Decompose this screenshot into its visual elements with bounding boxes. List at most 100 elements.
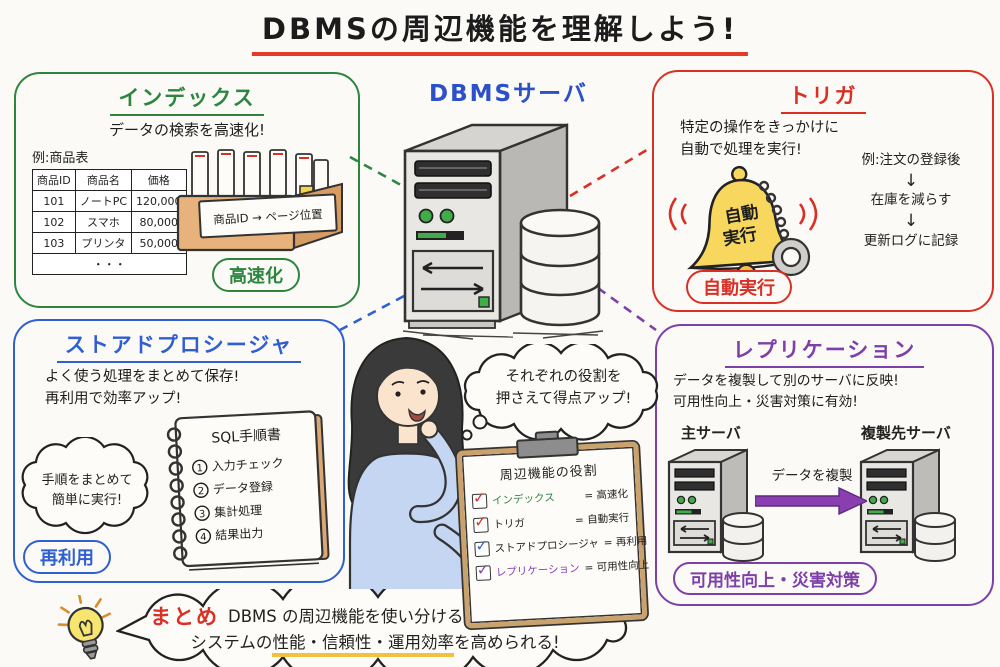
index-badge: 高速化 (212, 258, 300, 292)
notebook-icon: SQL手順書 1 入力チェック 2 データ登録 3 (166, 410, 330, 571)
clipboard: 周辺機能の役割 ✓ インデックス = 高速化 ✓ トリガ = 自動実行 ✓ スト… (456, 430, 649, 629)
checkmark-icon: ✓ (476, 560, 490, 579)
notebook-item: 2 データ登録 (193, 478, 274, 498)
notebook-title: SQL手順書 (211, 427, 281, 447)
table-cell: 101 (32, 190, 76, 212)
replication-panel-title: レプリケーション (724, 334, 925, 368)
summary-highlight: 性能・信頼性・運用効率 (272, 633, 454, 657)
trigger-panel-title: トリガ (780, 80, 866, 114)
page-title: DBMSの周辺機能を理解しよう! (251, 6, 749, 56)
trigger-example-steps: 例:注文の登録後 ↓ 在庫を減らす ↓ 更新ログに記録 (836, 150, 986, 252)
table-cell: 120,000 (131, 190, 187, 212)
trigger-desc-line1: 特定の操作をきっかけに (680, 120, 839, 136)
table-row: 101 ノートPC 120,000 (32, 190, 187, 212)
checklist-item-name: レプリケーション (495, 562, 580, 579)
trigger-badge: 自動実行 (686, 270, 792, 304)
table-cell: 102 (32, 211, 76, 233)
table-header-cell: 商品ID (32, 169, 76, 191)
stored-panel-title: ストアドプロシージャ (56, 329, 302, 363)
checkmark-icon: ✓ (475, 536, 489, 556)
replication-desc-line2: 可用性向上・災害対策に有効! (673, 394, 858, 411)
replication-badge: 可用性向上・災害対策 (673, 562, 877, 595)
table-row: ・・・ (32, 253, 187, 275)
index-panel-title: インデックス (110, 82, 264, 116)
table-ellipsis-cell: ・・・ (32, 253, 187, 275)
replication-panel: レプリケーション データを複製して別のサーバに反映! 可用性向上・災害対策に有効… (655, 324, 994, 606)
replication-desc-line1: データを複製して別のサーバに反映! (673, 373, 899, 389)
table-cell: 50,000 (131, 232, 187, 254)
checklist-item-name: ストアドプロシージャ (494, 537, 600, 556)
thought-line2: 押さえて得点アップ! (495, 391, 632, 407)
checkbox-icon: ✓ (474, 536, 491, 558)
stored-bubble-line2: 簡単に実行! (51, 493, 123, 508)
clipboard-title: 周辺機能の役割 (499, 463, 599, 484)
lightbulb-icon (57, 595, 112, 660)
table-cell: 103 (32, 232, 76, 254)
svg-text:結果出力: 結果出力 (215, 526, 264, 542)
thought-cloud-small (21, 437, 149, 535)
checkmark-icon: ✓ (472, 488, 486, 508)
stored-desc-line1: よく使う処理をまとめて保存! (45, 369, 240, 385)
replica-server-label: 複製先サーバ (861, 424, 951, 442)
down-arrow: ↓ (903, 210, 919, 231)
stored-bubble-line1: 手順をまとめて (41, 473, 133, 488)
checklist-row: ✓ レプリケーション = 可用性向上 (468, 557, 649, 582)
dbms-server-icon (402, 123, 604, 340)
replication-arrow-label: データを複製 (771, 468, 853, 484)
summary-line2: システムの性能・信頼性・運用効率を高められる! (150, 629, 600, 657)
index-card-label: 商品ID → ページ位置 (213, 207, 323, 227)
svg-text:4: 4 (200, 532, 207, 543)
stored-procedure-panel: ストアドプロシージャ よく使う処理をまとめて保存! 再利用で効率アップ! 手順を… (13, 319, 345, 583)
stored-badge: 再利用 (23, 540, 111, 574)
checkbox-icon: ✓ (473, 512, 489, 534)
thought-line1: それぞれの役割を (505, 369, 622, 385)
trigger-panel: トリガ 特定の操作をきっかけに 自動で処理を実行! 自動 実行 (652, 70, 994, 312)
svg-text:入力チェック: 入力チェック (211, 456, 284, 474)
summary-label: まとめ (150, 605, 219, 629)
primary-server-icon (665, 440, 765, 570)
checklist-item-name: トリガ (493, 517, 526, 532)
checklist-item-name: インデックス (491, 491, 556, 508)
checklist-row: ✓ トリガ = 自動実行 (465, 510, 638, 534)
svg-text:3: 3 (199, 509, 206, 520)
table-cell: ノートPC (74, 190, 133, 212)
notebook-item: 4 結果出力 (195, 526, 264, 544)
trigger-example-title: 例:注文の登録後 (861, 152, 961, 168)
card-file-icon: 商品ID → ページ位置 (176, 149, 343, 252)
primary-server-label: 主サーバ (681, 424, 741, 442)
replica-server-icon (857, 440, 957, 570)
table-cell: プリンタ (74, 232, 133, 254)
svg-text:集計処理: 集計処理 (214, 502, 263, 519)
down-arrow: ↓ (903, 170, 919, 191)
svg-text:1: 1 (196, 463, 203, 474)
dbms-server-label: DBMSサーバ (429, 81, 588, 107)
summary-line1: DBMS の周辺機能を使い分けることで、 (228, 607, 529, 626)
checklist-row: ✓ ストアドプロシージャ = 再利用 (466, 533, 648, 558)
table-header-row: 商品ID 商品名 価格 (32, 169, 187, 191)
stored-desc-line2: 再利用で効率アップ! (45, 391, 182, 408)
table-header-cell: 商品名 (74, 169, 133, 191)
index-panel-subtitle: データの検索を高速化! (108, 121, 265, 139)
checklist-row: ✓ インデックス = 高速化 (464, 486, 637, 510)
svg-text:データ登録: データ登録 (213, 478, 274, 496)
replication-arrow-icon (755, 486, 867, 516)
checkmark-icon: ✓ (473, 512, 488, 532)
trigger-desc-line2: 自動で処理を実行! (680, 142, 802, 159)
table-row: 102 スマホ 80,000 (32, 211, 187, 233)
clipboard-clip (515, 436, 579, 459)
checkbox-icon: ✓ (475, 560, 492, 582)
product-table: 商品ID 商品名 価格 101 ノートPC 120,000 102 スマホ 80… (32, 169, 187, 275)
table-cell: スマホ (74, 211, 133, 233)
index-panel: インデックス データの検索を高速化! 例:商品表 商品ID 商品名 価格 101… (14, 72, 360, 308)
trigger-step2: 在庫を減らす (870, 192, 952, 209)
table-header-cell: 価格 (131, 169, 187, 191)
notebook-item: 1 入力チェック (192, 456, 284, 475)
trigger-step3: 更新ログに記録 (863, 232, 959, 249)
notebook-item: 3 集計処理 (194, 502, 263, 521)
thought-bubble (461, 344, 659, 441)
index-example-label: 例:商品表 (32, 151, 89, 166)
table-row: 103 プリンタ 50,000 (32, 232, 187, 254)
checkbox-icon: ✓ (471, 488, 488, 510)
